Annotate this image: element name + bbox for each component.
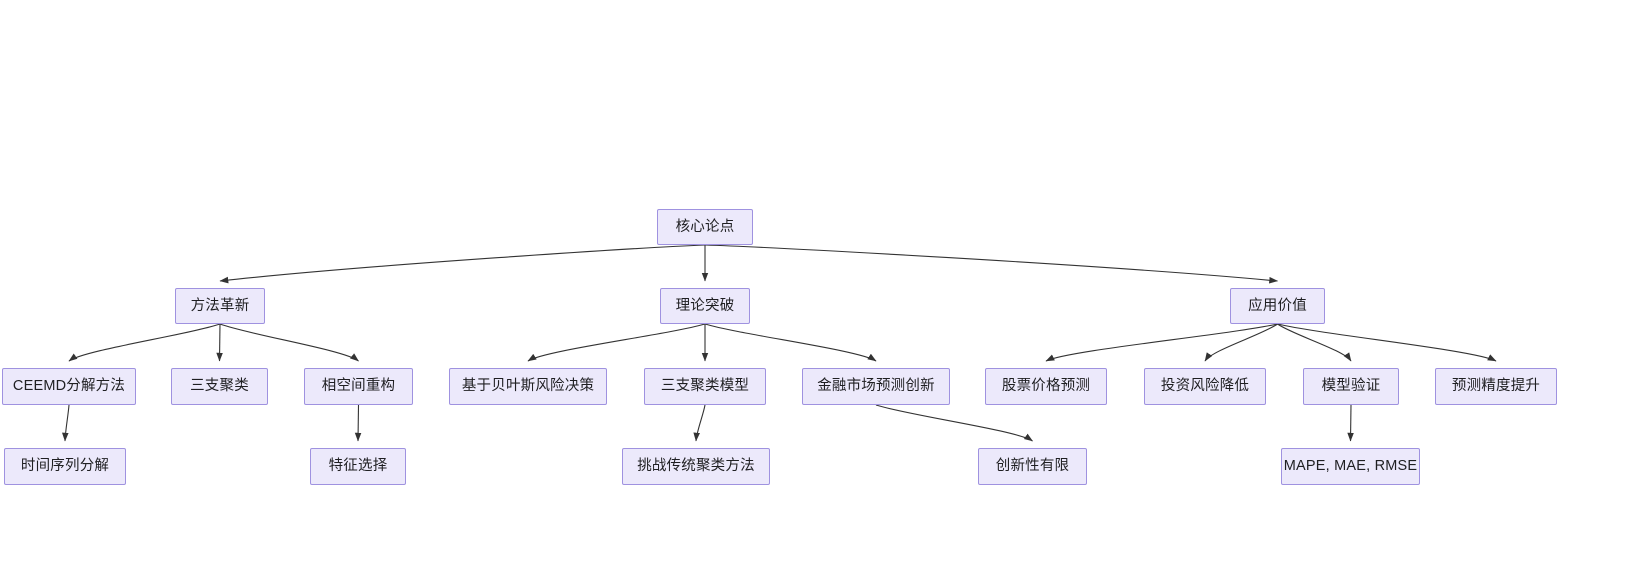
edge-l2a-to-l3a — [68, 323, 221, 362]
node-l3a[interactable]: CEEMD分解方法 — [2, 368, 136, 405]
node-l3d[interactable]: 基于贝叶斯风险决策 — [449, 368, 607, 405]
node-l3b[interactable]: 三支聚类 — [171, 368, 268, 405]
node-label: 三支聚类模型 — [660, 378, 750, 395]
node-l4b[interactable]: 特征选择 — [310, 448, 406, 485]
node-label: 基于贝叶斯风险决策 — [461, 378, 595, 395]
edge-l3a-to-l4a — [62, 404, 70, 442]
node-label: 预测精度提升 — [1451, 378, 1541, 395]
edge-l3c-to-l4b — [354, 404, 362, 442]
node-l3f[interactable]: 金融市场预测创新 — [802, 368, 950, 405]
edge-l2c-to-l3g — [1045, 323, 1278, 362]
node-l2c[interactable]: 应用价值 — [1230, 288, 1325, 324]
node-label: 金融市场预测创新 — [817, 378, 935, 395]
node-l4e[interactable]: MAPE, MAE, RMSE — [1281, 448, 1420, 485]
node-label: 三支聚类 — [190, 378, 249, 395]
edge-l3f-to-l4d — [875, 404, 1033, 442]
node-label: 相空间重构 — [321, 378, 396, 395]
node-label: MAPE, MAE, RMSE — [1283, 458, 1418, 475]
edge-l2c-to-l3i — [1277, 323, 1352, 362]
node-l4d[interactable]: 创新性有限 — [978, 448, 1087, 485]
edge-l2c-to-l3j — [1277, 323, 1497, 362]
node-label: 核心论点 — [675, 218, 735, 235]
node-l3h[interactable]: 投资风险降低 — [1144, 368, 1266, 405]
node-l2b[interactable]: 理论突破 — [660, 288, 750, 324]
edge-root-to-l2c — [704, 244, 1279, 284]
node-l3j[interactable]: 预测精度提升 — [1435, 368, 1557, 405]
node-label: 方法革新 — [190, 297, 250, 314]
node-label: CEEMD分解方法 — [12, 378, 126, 395]
node-label: 应用价值 — [1248, 297, 1307, 314]
node-label: 模型验证 — [1321, 378, 1381, 395]
edge-l3e-to-l4c — [693, 404, 706, 442]
edge-l2c-to-l3h — [1204, 323, 1278, 362]
node-label: 股票价格预测 — [1001, 378, 1091, 395]
edge-l3i-to-l4e — [1347, 404, 1354, 442]
edge-l2b-to-l3d — [527, 323, 706, 362]
node-l3i[interactable]: 模型验证 — [1303, 368, 1399, 405]
node-root[interactable]: 核心论点 — [657, 209, 753, 245]
edge-root-to-l2a — [219, 244, 706, 284]
node-label: 创新性有限 — [995, 458, 1070, 475]
node-label: 挑战传统聚类方法 — [637, 458, 755, 475]
node-l3g[interactable]: 股票价格预测 — [985, 368, 1107, 405]
node-l4c[interactable]: 挑战传统聚类方法 — [622, 448, 770, 485]
node-label: 时间序列分解 — [20, 458, 110, 475]
edge-l2a-to-l3b — [216, 323, 223, 362]
edge-paths — [62, 244, 1497, 442]
node-label: 投资风险降低 — [1160, 378, 1250, 395]
node-label: 特征选择 — [328, 458, 388, 475]
node-l2a[interactable]: 方法革新 — [175, 288, 265, 324]
edge-l2a-to-l3c — [219, 323, 359, 362]
node-l4a[interactable]: 时间序列分解 — [4, 448, 126, 485]
node-label: 理论突破 — [675, 297, 735, 314]
edge-l2b-to-l3f — [704, 323, 877, 362]
node-l3e[interactable]: 三支聚类模型 — [644, 368, 766, 405]
node-l3c[interactable]: 相空间重构 — [304, 368, 413, 405]
